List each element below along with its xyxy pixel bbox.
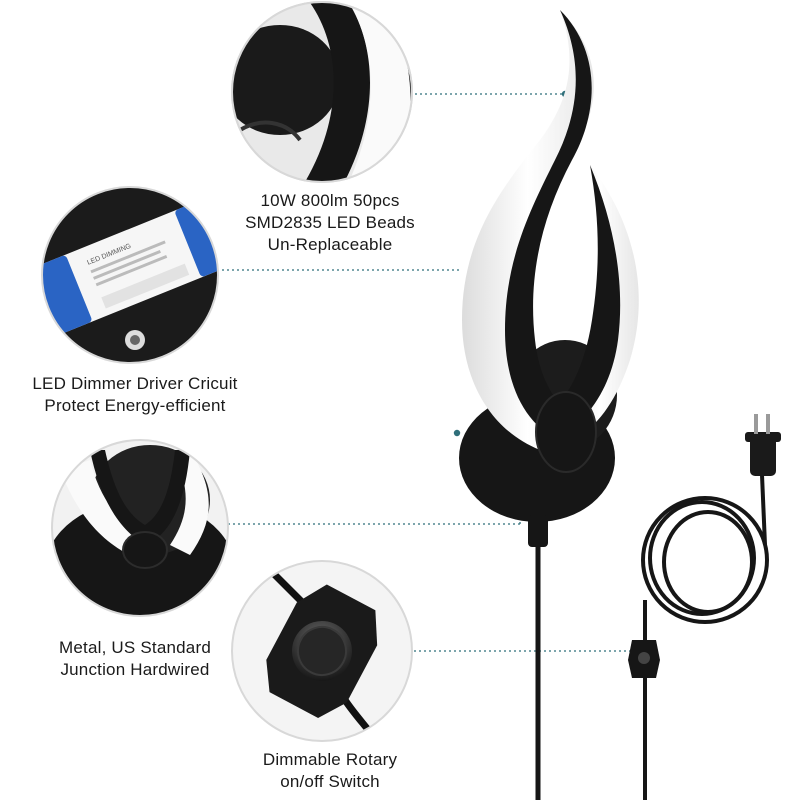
callout-junction-line-2: Junction Hardwired — [60, 660, 210, 679]
flame-right-glow — [560, 165, 639, 445]
leader-dot-driver — [453, 429, 461, 437]
flame-left-glow — [462, 10, 594, 450]
cord-coil-1 — [641, 496, 769, 624]
inline-switch-small — [628, 640, 660, 678]
detail-circle-junction — [51, 439, 229, 617]
detail-circle-led — [231, 1, 413, 183]
callout-led-beads: 10W 800lm 50pcs SMD2835 LED Beads Un-Rep… — [215, 190, 445, 256]
lamp-hub — [535, 391, 597, 473]
callout-switch-line-1: Dimmable Rotary — [262, 750, 398, 769]
callout-driver-line-1: LED Dimmer Driver Cricuit — [32, 374, 238, 393]
callout-led-line-1: 10W 800lm 50pcs — [260, 191, 400, 210]
us-plug — [745, 414, 781, 476]
detail-circle-switch — [231, 560, 413, 742]
callout-junction-line-1: Metal, US Standard — [59, 638, 211, 657]
cord-coil-2 — [648, 500, 756, 616]
wall-lamp — [459, 10, 639, 800]
plug-and-cord — [641, 474, 769, 800]
callout-led-line-3: Un-Replaceable — [267, 235, 393, 254]
callout-switch: Dimmable Rotary on/off Switch — [215, 749, 445, 793]
flame-right-body — [548, 165, 621, 440]
callout-junction: Metal, US Standard Junction Hardwired — [20, 637, 250, 681]
cord-coil-3 — [662, 510, 754, 614]
flame-left-body — [505, 10, 592, 445]
cord-strain-relief — [528, 515, 548, 547]
callout-switch-line-2: on/off Switch — [280, 772, 380, 791]
detail-circle-driver: LED DIMMING — [41, 186, 219, 364]
callout-driver: LED Dimmer Driver Cricuit Protect Energy… — [0, 373, 270, 417]
callout-driver-line-2: Protect Energy-efficient — [44, 396, 226, 415]
callout-led-line-2: SMD2835 LED Beads — [245, 213, 415, 232]
cord-to-plug — [760, 474, 767, 546]
